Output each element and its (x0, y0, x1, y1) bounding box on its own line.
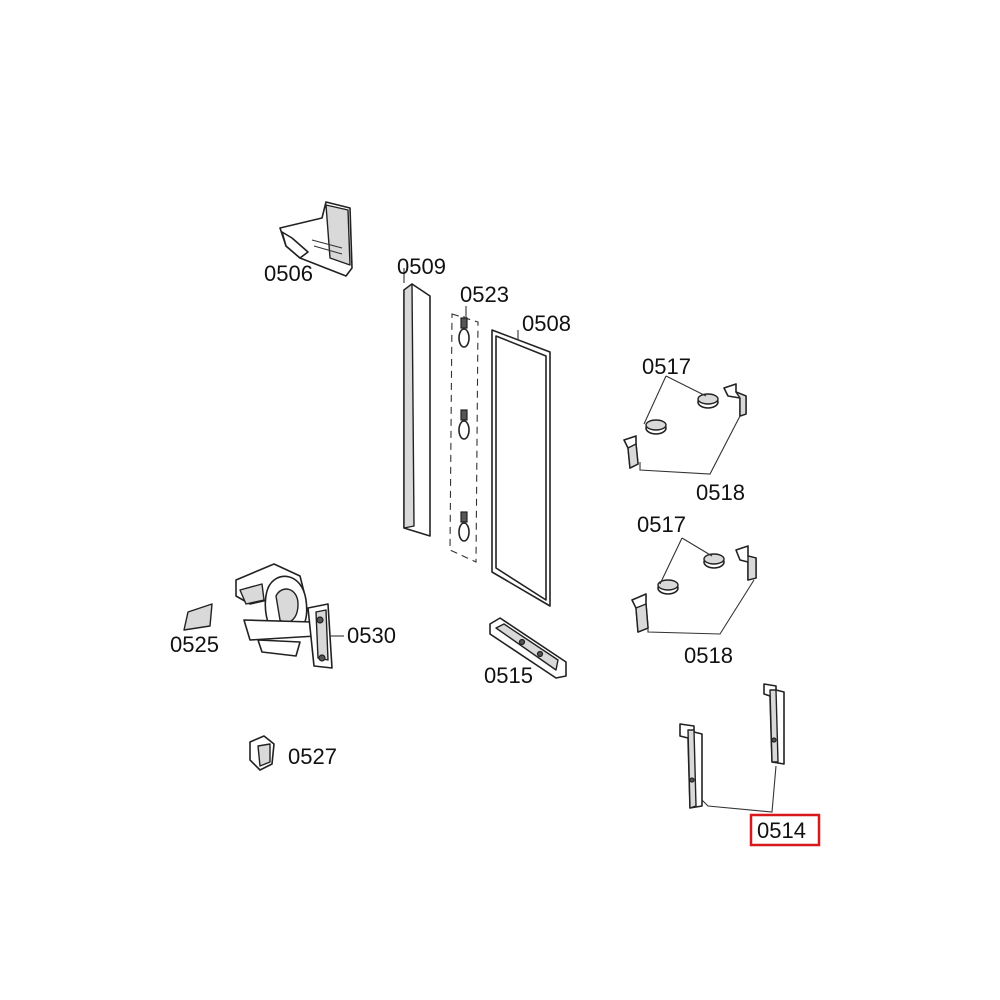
part-0518-upper-brackets[interactable] (623, 383, 747, 475)
label-0530: 0530 (347, 623, 396, 648)
label-0527: 0527 (288, 744, 337, 769)
part-0527-clip[interactable] (249, 735, 275, 771)
part-0530-hinge[interactable] (235, 563, 344, 669)
fastener-icon (458, 316, 470, 348)
highlight-box-0514 (749, 813, 821, 847)
label-0506: 0506 (264, 261, 313, 286)
part-0509-strip[interactable] (403, 268, 431, 537)
part-0523-fastener-set[interactable] (449, 306, 479, 563)
label-0514[interactable]: 0514 (757, 818, 806, 843)
part-0508-glass-panel[interactable] (491, 329, 551, 607)
part-0506-bracket[interactable] (279, 201, 353, 277)
label-0518-upper: 0518 (696, 480, 745, 505)
label-0508: 0508 (522, 311, 571, 336)
part-0518-lower-brackets[interactable] (631, 545, 757, 635)
part-0515-rail[interactable] (489, 617, 567, 679)
label-0517-lower: 0517 (637, 512, 686, 537)
part-0517-lower-pads[interactable] (657, 537, 725, 595)
label-0518-lower: 0518 (684, 643, 733, 668)
part-0517-upper-pads[interactable] (643, 375, 719, 435)
label-0525: 0525 (170, 632, 219, 657)
label-0517-upper: 0517 (642, 354, 691, 379)
label-0509: 0509 (397, 254, 446, 279)
part-0514-supports[interactable] (679, 683, 785, 813)
fastener-icon (458, 409, 470, 440)
label-0515: 0515 (484, 663, 533, 688)
fastener-icon (458, 511, 470, 542)
part-0525-plate[interactable] (183, 603, 213, 631)
label-0523: 0523 (460, 282, 509, 307)
